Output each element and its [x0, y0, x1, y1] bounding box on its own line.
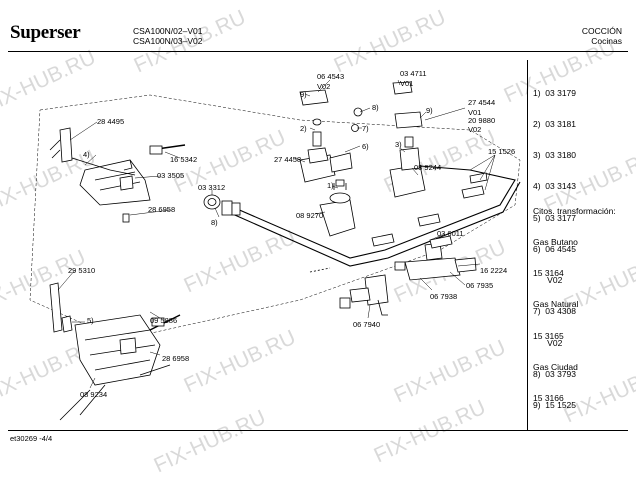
legend-item: 6) 06 4545 — [533, 243, 577, 254]
legend-divider — [527, 60, 528, 430]
assembly-outline — [29, 94, 521, 341]
category-sub: Cocinas — [591, 36, 622, 46]
part-label: 03 6011 — [437, 229, 464, 238]
part-label: 06 7935 — [466, 281, 494, 290]
part-label: 9) — [300, 90, 307, 99]
part-label: V01 — [468, 108, 482, 117]
legend-item: 7) 03 4308 — [533, 306, 577, 317]
legend-item: 4) 03 3143 — [533, 181, 577, 192]
part-label: 28 4495 — [97, 117, 125, 126]
part-label: 08 9244 — [414, 163, 442, 172]
legend-item: 5) 03 3177 — [533, 212, 577, 223]
legend-item: V02 — [533, 275, 563, 286]
transform-item: Gas Butano — [533, 237, 578, 248]
transform-item: 15 3165 — [533, 330, 564, 341]
part-label: 16 2224 — [480, 266, 508, 275]
model-number-1: CSA100N/02–V01 — [133, 26, 203, 36]
legend-list: 1) 03 3179 2) 03 3181 3) 03 3180 4) 03 3… — [533, 67, 576, 421]
document-footer: et30269 -4/4 — [10, 434, 53, 443]
part-label: 06 7938 — [430, 292, 458, 301]
part-label: 09 5886 — [150, 316, 178, 325]
part-label: 16 5342 — [170, 155, 198, 164]
transform-item: 15 3164 — [533, 268, 564, 279]
pipe-brackets — [371, 172, 488, 249]
lower-electrode-assembly — [49, 282, 181, 421]
part-label: V02 — [317, 82, 331, 91]
part-label: 27 4544 — [468, 98, 496, 107]
part-label: 8) — [211, 218, 218, 227]
brand-logo: Superser — [10, 22, 81, 43]
legend-item: 1) 03 3179 — [533, 87, 577, 98]
part-label: 29 5310 — [68, 266, 96, 275]
part-label: 28 6958 — [148, 205, 176, 214]
exploded-parts-diagram: { "header": { "brand": "Superser", "mode… — [0, 6, 636, 478]
part-label: 8) — [372, 103, 379, 112]
part-label: 06 4543 — [317, 72, 345, 81]
part-label: 15 1526 — [488, 147, 516, 156]
upper-electrode-assembly — [49, 127, 186, 223]
leader-lines — [57, 79, 496, 389]
part-label: 27 4458 — [274, 155, 302, 164]
part-label: 08 9234 — [80, 390, 108, 399]
part-label: 7) — [362, 124, 369, 133]
part-label: V01 — [400, 79, 414, 88]
legend-item: 8) 03 3793 — [533, 368, 577, 379]
transform-item: Gas Natural — [533, 299, 579, 310]
transform-legend: Citos. transformación: Gas Butano 15 316… — [533, 185, 616, 414]
legend-item: 9) 15 1525 — [533, 400, 577, 410]
part-label: 6) — [362, 142, 369, 151]
legend-item: 2) 03 3181 — [533, 119, 577, 130]
part-label: 2) — [300, 124, 307, 133]
legend-item: V02 — [533, 337, 563, 348]
part-label: 1) — [327, 181, 334, 190]
part-label: 4) — [83, 150, 90, 159]
burner-tap-2 — [299, 118, 336, 183]
part-label: 3) — [395, 140, 402, 149]
burner-tap-1 — [319, 179, 356, 237]
part-label: V02 — [468, 125, 482, 134]
legend-item: 3) 03 3180 — [533, 150, 577, 161]
part-label: 9) — [426, 106, 433, 115]
footer-divider — [8, 430, 628, 431]
transform-item: 15 3166 — [533, 393, 564, 404]
part-label: 28 6958 — [162, 354, 190, 363]
model-number-2: CSA100N/03–V02 — [133, 36, 203, 46]
part-label: 5) — [87, 316, 94, 325]
part-label: 06 7940 — [353, 320, 381, 329]
parts-drawing — [29, 79, 521, 421]
part-label: 20 9880 — [468, 116, 496, 125]
part-label: 03 4711 — [400, 69, 427, 78]
part-label: 08 9270 — [296, 211, 324, 220]
header-divider — [8, 51, 628, 52]
part-label: 03 3312 — [198, 183, 226, 192]
part-label: 03 3505 — [157, 171, 185, 180]
transform-title: Citos. transformación: — [533, 205, 616, 216]
category-main: COCCIÓN — [581, 26, 622, 36]
pilot-valve-cluster — [309, 242, 477, 316]
transform-item: Gas Ciudad — [533, 361, 578, 372]
